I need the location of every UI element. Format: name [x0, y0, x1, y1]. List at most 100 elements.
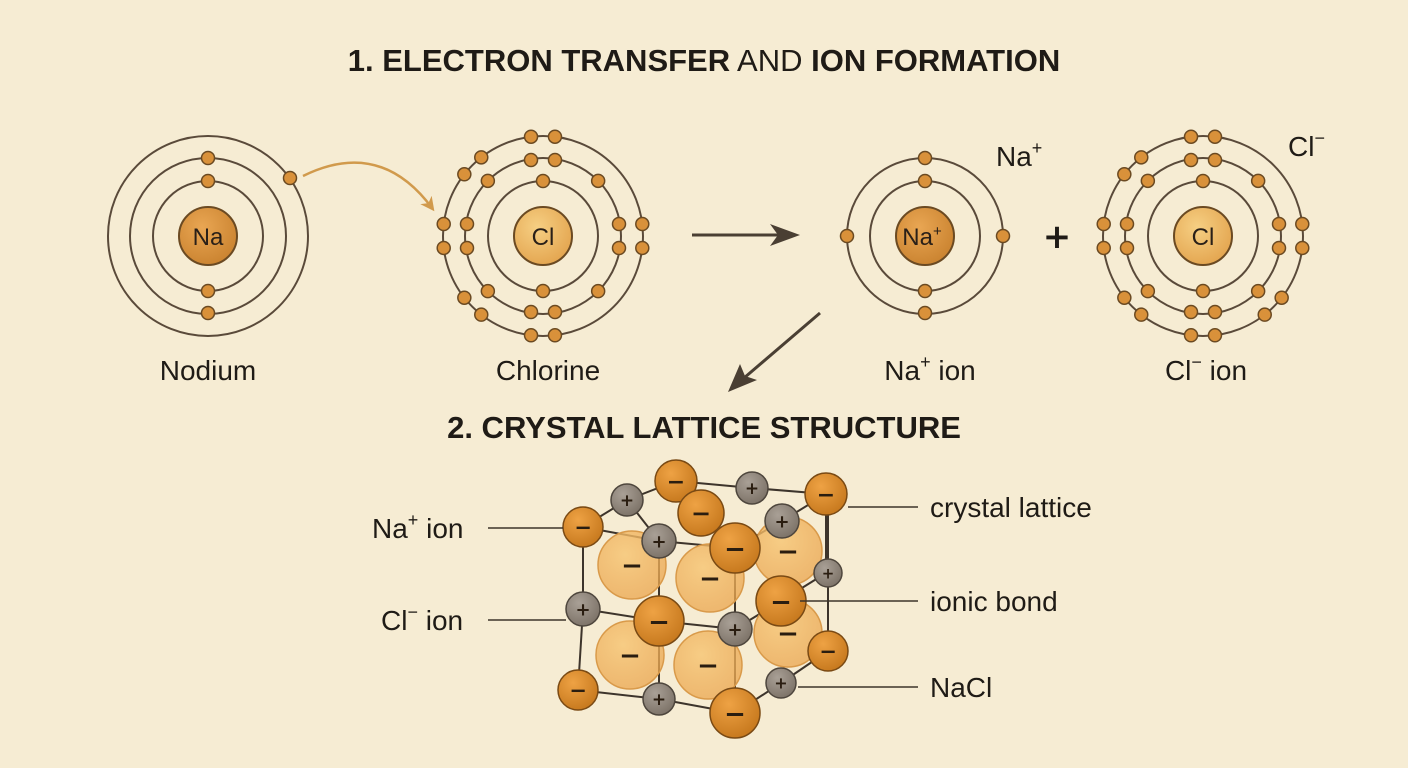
- electron: [535, 173, 551, 189]
- electron: [1140, 173, 1156, 189]
- electron: [917, 150, 933, 166]
- na-ion-sphere: [765, 667, 797, 699]
- valence-electron: [282, 170, 298, 186]
- nacl-label: NaCl: [930, 672, 992, 703]
- electron: [474, 150, 489, 165]
- lattice-na-ion-label: Na+ ion: [372, 510, 463, 544]
- electron: [611, 240, 627, 256]
- electron: [523, 129, 539, 144]
- electron: [523, 328, 539, 343]
- lattice-arrow-line: [743, 311, 821, 380]
- lattice-cl-ion-label: Cl− ion: [381, 602, 463, 636]
- chlorine-shell-2: [464, 157, 622, 315]
- lattice-left-labels: Na+ ion Cl− ion: [372, 510, 566, 636]
- na-ion-symbol-text: Na: [902, 224, 933, 251]
- cl-ion-sphere: [804, 472, 848, 516]
- cl-ion-shell-2: [1124, 157, 1282, 315]
- electron: [917, 283, 933, 299]
- electron: [1207, 328, 1223, 343]
- chlorine-atom: Cl Chlorine: [436, 129, 650, 386]
- cl-ion-sphere: [807, 630, 849, 672]
- cl-ion-sphere: [709, 687, 761, 739]
- electron: [200, 173, 216, 189]
- electron: [474, 307, 489, 322]
- cl-ion-corner-symbol: Cl: [1288, 131, 1314, 162]
- cl-ion-label: Cl− ion: [1165, 352, 1247, 386]
- section-2-title: 2. CRYSTAL LATTICE STRUCTURE: [447, 410, 961, 445]
- electron: [917, 173, 933, 189]
- na-ion-label: Na+ ion: [884, 352, 975, 386]
- chlorine-label: Chlorine: [496, 355, 600, 386]
- na-ion-label-charge: +: [920, 352, 931, 372]
- cl-ion-corner-label: Cl−: [1288, 128, 1325, 162]
- electron: [1183, 328, 1199, 343]
- electron: [457, 290, 472, 305]
- electron: [1134, 150, 1149, 165]
- electron: [635, 240, 650, 256]
- electron: [200, 283, 216, 299]
- lattice-right-labels: crystal lattice ionic bond NaCl: [798, 492, 1092, 703]
- electron: [1250, 283, 1266, 299]
- ion-sign: −: [667, 470, 685, 495]
- electron: [1257, 307, 1272, 322]
- electron: [1195, 173, 1211, 189]
- ion-sign: −: [724, 700, 746, 730]
- lattice-cl-suffix: ion: [418, 605, 463, 636]
- ion-sign: −: [648, 608, 670, 638]
- sodium-atom: Na Nodium: [107, 135, 309, 386]
- electron: [1195, 283, 1211, 299]
- cl-ion-label-suffix: ion: [1202, 355, 1247, 386]
- ion-sign: −: [777, 537, 799, 567]
- na-ion-sphere: [641, 523, 677, 559]
- na-ion-corner-label: Na+: [996, 138, 1042, 172]
- ion-sign: +: [727, 619, 742, 640]
- ion-sign: −: [817, 483, 835, 508]
- electron: [590, 173, 606, 189]
- electron: [839, 228, 855, 244]
- crystal-lattice-cube: −−−−−−+−+−−+−+−+−+−+−+−+−: [557, 459, 849, 739]
- electron: [995, 228, 1011, 244]
- ion-sign: +: [774, 511, 789, 532]
- na-ion-label-suffix: ion: [931, 355, 976, 386]
- ion-sign: +: [620, 491, 634, 511]
- electron: [635, 216, 650, 232]
- electron: [1250, 173, 1266, 189]
- cl-ion-label-symbol: Cl: [1165, 355, 1191, 386]
- electron-transfer-arrow: [302, 161, 435, 212]
- electron: [1140, 283, 1156, 299]
- na-ion-sphere: [642, 682, 676, 716]
- section-1-title: 1. ELECTRON TRANSFER AND ION FORMATION: [348, 43, 1060, 78]
- ion-sign: +: [745, 479, 759, 499]
- na-ion-nucleus: [895, 206, 955, 266]
- cl-ion-sphere: [557, 669, 599, 711]
- chlorine-nucleus: [513, 206, 573, 266]
- electron: [523, 304, 539, 320]
- lattice-cl-symbol: Cl: [381, 605, 407, 636]
- ion-sign: +: [652, 690, 666, 710]
- lattice-na-suffix: ion: [418, 513, 463, 544]
- plus-sign: +: [1043, 217, 1072, 257]
- electron: [1117, 290, 1132, 305]
- cl-ion-sphere: [562, 506, 604, 548]
- cl-ion-sphere: [654, 459, 698, 503]
- na-ion-sphere: [717, 611, 753, 647]
- electron: [1295, 216, 1310, 232]
- electron: [1119, 216, 1135, 232]
- cl-ion-nucleus: [1173, 206, 1233, 266]
- title-part-b: AND: [730, 43, 811, 78]
- cl-ion-sphere: [677, 489, 725, 537]
- ion-sign: +: [774, 674, 787, 693]
- sodium-nucleus: [178, 206, 238, 266]
- lattice-na-symbol: Na: [372, 513, 408, 544]
- cl-ion-shell-3: [1102, 135, 1304, 337]
- electron: [1207, 152, 1223, 168]
- na-ion-charge: +: [933, 223, 942, 240]
- na-ion-sphere: [565, 591, 601, 627]
- na-ion-electrons: [839, 150, 1011, 321]
- electron: [917, 305, 933, 321]
- cl-ion-sphere: [633, 595, 685, 647]
- electron: [459, 240, 475, 256]
- electron: [200, 305, 216, 321]
- na-ion-symbol: Na+: [902, 223, 942, 251]
- ion-sign: −: [819, 640, 837, 664]
